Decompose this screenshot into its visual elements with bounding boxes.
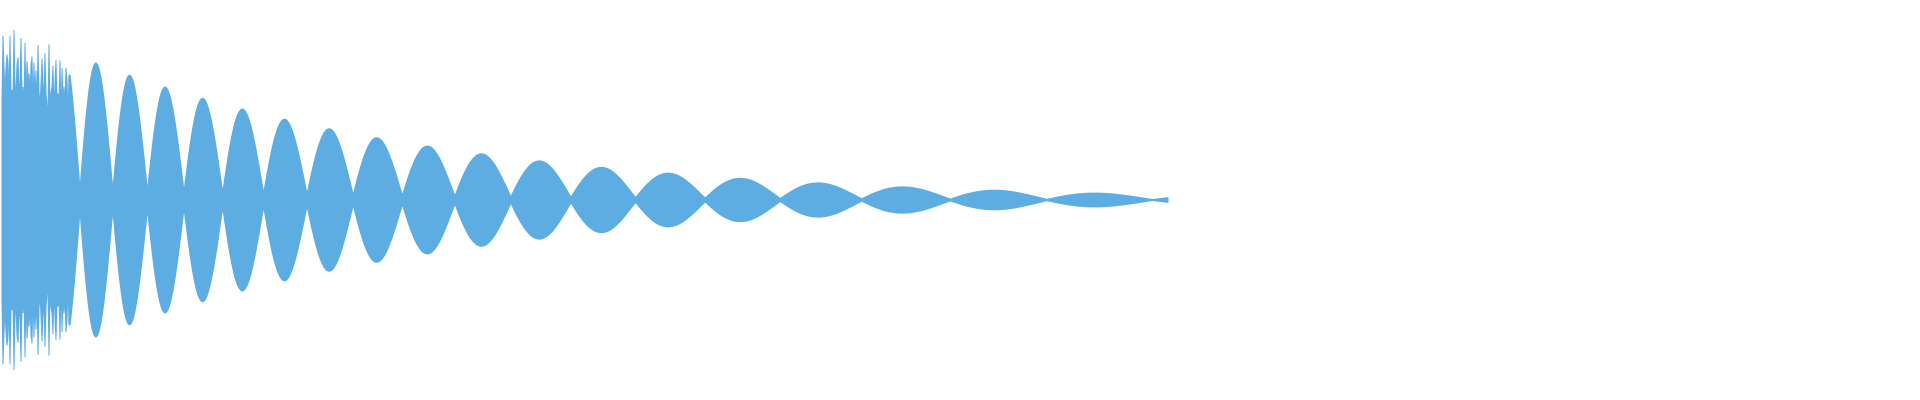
waveform-shape — [1, 30, 1169, 370]
